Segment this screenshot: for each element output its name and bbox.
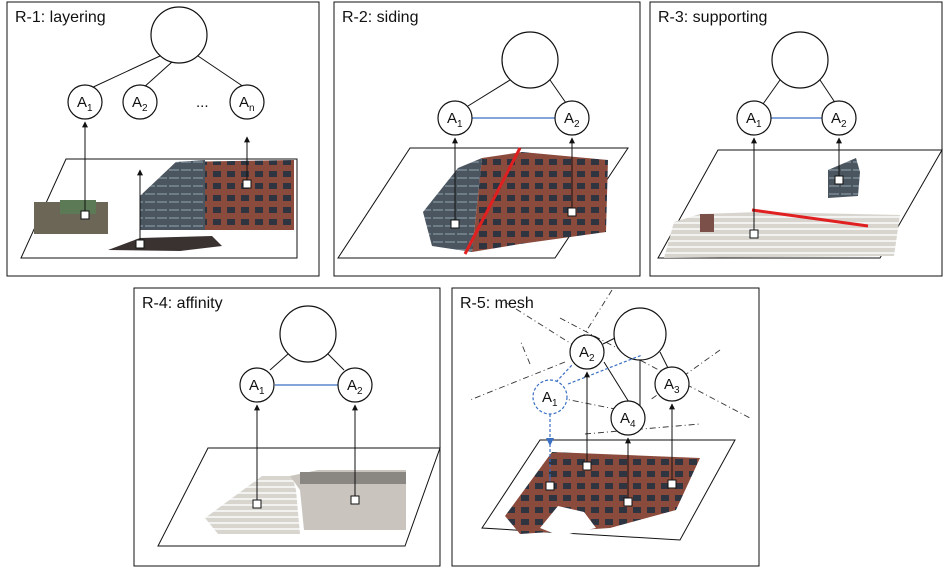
mesh-line xyxy=(559,317,751,419)
region-glass-facade xyxy=(140,160,205,230)
panel-r2-siding: R-2: siding A1 A2 xyxy=(333,1,641,277)
node-label: A1 xyxy=(249,377,265,397)
node-a2 xyxy=(554,100,590,136)
node-label: A3 xyxy=(664,376,680,396)
region-patch xyxy=(700,214,714,232)
region-glass-facade xyxy=(423,158,482,252)
node-label: A1 xyxy=(542,389,558,409)
tree-edge xyxy=(603,361,633,408)
tree-edge xyxy=(197,55,248,90)
anchor-square xyxy=(567,207,577,217)
region-patch xyxy=(60,200,96,214)
hidden-relations xyxy=(555,354,643,385)
root-node xyxy=(501,31,559,89)
mesh-line xyxy=(519,339,531,365)
relation-edge xyxy=(555,364,573,383)
tree-edge xyxy=(819,79,837,105)
region-glass-facade xyxy=(828,158,860,198)
panel-r1-layering: R-1: layering A1 A2 ... An xyxy=(6,1,320,277)
tree-edge xyxy=(762,79,781,105)
anchor-square xyxy=(242,179,252,189)
anchor-square xyxy=(667,479,677,489)
node-a2 xyxy=(821,100,857,136)
hidden-arrowhead xyxy=(546,438,554,446)
anchor-square xyxy=(545,481,555,491)
node-label: A2 xyxy=(564,110,580,130)
anchor-square xyxy=(450,219,460,229)
region-patch xyxy=(540,506,596,536)
tree-edge xyxy=(549,79,567,104)
node-label: A2 xyxy=(579,344,595,364)
node-label: A2 xyxy=(831,110,847,130)
node-label: A1 xyxy=(77,94,93,114)
node-label: A2 xyxy=(132,94,148,114)
node-label: A2 xyxy=(347,377,363,397)
panel-title: R-4: affinity xyxy=(142,295,223,312)
node-a2 xyxy=(569,334,605,370)
relation-edge xyxy=(567,354,643,385)
tree-edge xyxy=(88,55,161,90)
panel-r4-affinity: R-4: affinity A1 A2 xyxy=(133,287,441,567)
node-label: A1 xyxy=(746,110,762,130)
node-label: An xyxy=(239,94,255,114)
region-patch xyxy=(300,472,406,484)
anchor-square xyxy=(252,499,262,509)
node-a1 xyxy=(437,100,473,136)
panel-title: R-5: mesh xyxy=(460,295,534,312)
mesh-line xyxy=(581,289,613,339)
root-node xyxy=(279,305,337,363)
panel-r5-mesh: R-5: mesh A2 A1 A3 A4 xyxy=(451,287,760,567)
node-a1 xyxy=(67,84,103,120)
node-a4 xyxy=(610,400,646,436)
tree-edge xyxy=(327,353,345,371)
panel-title: R-2: siding xyxy=(342,9,418,26)
region-ground xyxy=(664,212,900,258)
anchor-square xyxy=(623,497,633,507)
root-node xyxy=(771,31,829,89)
anchor-square xyxy=(834,175,844,185)
node-an xyxy=(229,84,265,120)
support-boundary xyxy=(751,208,869,228)
panel-title: R-1: layering xyxy=(15,9,106,26)
anchor-square xyxy=(582,461,592,471)
anchor-square xyxy=(135,239,145,249)
root-node xyxy=(613,307,667,361)
panel-title: R-3: supporting xyxy=(658,9,767,26)
tree-edge xyxy=(467,79,511,107)
node-label: A4 xyxy=(620,410,636,430)
mesh-line xyxy=(584,423,701,435)
node-a2 xyxy=(337,367,373,403)
root-node xyxy=(150,6,208,64)
region-sidewalk xyxy=(290,470,406,530)
tree-edge xyxy=(659,351,669,369)
tree-edge xyxy=(602,337,616,345)
mesh-line xyxy=(559,397,621,411)
siding-boundary xyxy=(463,147,522,255)
mesh-line xyxy=(469,361,566,401)
anchor-square xyxy=(749,229,759,239)
tree-edge xyxy=(269,353,289,371)
anchor-square xyxy=(350,495,360,505)
tree-edge xyxy=(142,61,173,89)
anchor-square xyxy=(80,210,90,220)
panel-r3-supporting: R-3: supporting A1 A2 xyxy=(649,1,943,277)
node-a2 xyxy=(122,84,158,120)
node-a1 xyxy=(736,100,772,136)
ellipsis-label: ... xyxy=(196,94,209,111)
node-label: A1 xyxy=(447,110,463,130)
node-a3 xyxy=(654,366,690,402)
node-a1 xyxy=(239,367,275,403)
